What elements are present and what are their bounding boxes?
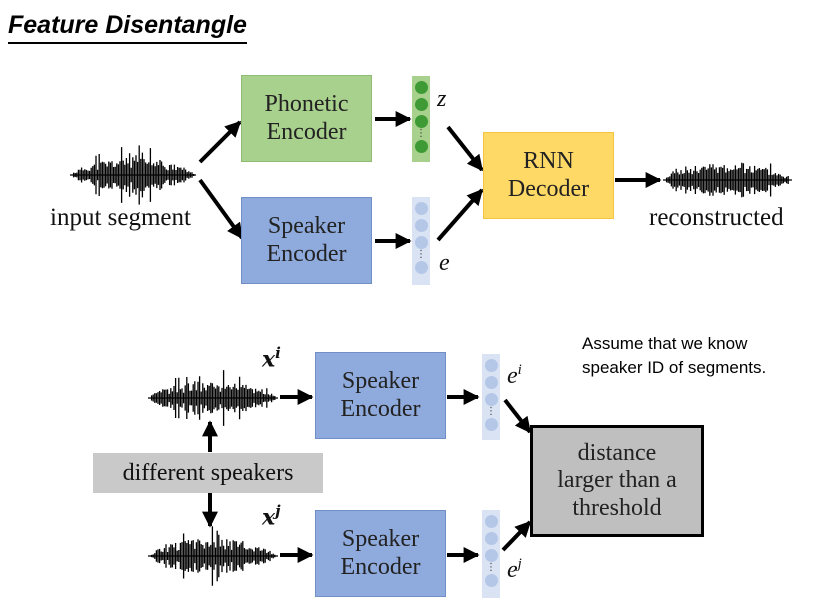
assumption-note-line2: speaker ID of segments. <box>582 358 767 377</box>
distance-line2: larger than a <box>557 467 677 494</box>
vector-dot <box>414 202 428 215</box>
vector-dot <box>484 574 498 587</box>
speaker-encoder-line2: Encoder <box>266 240 347 267</box>
vector-dot <box>414 261 428 274</box>
arrow-ei-to-distance <box>503 398 532 434</box>
e-label: e <box>439 250 450 276</box>
ej-label: ej <box>507 556 522 583</box>
vector-dot <box>484 532 498 545</box>
phonetic-encoder-line1: Phonetic <box>264 90 349 117</box>
slide-title: Feature Disentangle <box>8 10 247 44</box>
xi-label: xi <box>262 344 281 373</box>
speaker-encoder-box-2: Speaker Encoder <box>315 510 446 597</box>
vector-dot <box>484 418 498 431</box>
vector-dot <box>414 140 428 153</box>
assumption-note: Assume that we know speaker ID of segmen… <box>582 332 766 380</box>
xj-waveform <box>148 526 278 586</box>
arrow-ej-to-distance <box>501 520 532 552</box>
input-segment-label: input segment <box>50 204 191 231</box>
ei-label: ei <box>507 362 522 389</box>
z-label: z <box>437 86 447 112</box>
vector-dot <box>414 98 428 111</box>
vector-dot <box>484 549 498 562</box>
arrow-e-to-decoder <box>436 188 484 242</box>
speaker-encoder-2-line2: Encoder <box>340 553 421 580</box>
arrow-input-to-phonetic <box>198 120 242 164</box>
speaker-encoder-1-line1: Speaker <box>341 367 420 394</box>
vector-dot <box>484 376 498 389</box>
speaker-encoder-box-1: Speaker Encoder <box>315 352 446 439</box>
input-waveform <box>70 145 196 205</box>
vector-dot <box>484 393 498 406</box>
vector-dot <box>414 115 428 128</box>
arrow-z-to-decoder <box>446 125 484 172</box>
arrow-input-to-speaker <box>198 178 244 240</box>
speaker-encoder-line1: Speaker <box>267 212 346 239</box>
speaker-encoder-box: Speaker Encoder <box>241 197 372 284</box>
speaker-encoder-2-line1: Speaker <box>341 525 420 552</box>
distance-line3: threshold <box>572 494 662 521</box>
ei-vector: ⋮ <box>482 354 500 440</box>
xi-waveform <box>148 370 278 426</box>
vector-dot <box>414 236 428 249</box>
reconstructed-waveform <box>663 162 792 198</box>
xj-label: xj <box>262 502 281 531</box>
speaker-encoder-1-line2: Encoder <box>340 395 421 422</box>
distance-line1: distance <box>577 439 657 466</box>
vector-dot <box>484 359 498 372</box>
e-vector: ⋮ <box>412 197 430 285</box>
z-vector: ⋮ <box>412 76 430 162</box>
vector-dot <box>414 81 428 94</box>
phonetic-encoder-line2: Encoder <box>266 118 347 145</box>
rnn-decoder-line1: RNN <box>523 147 574 174</box>
ej-vector: ⋮ <box>482 510 500 598</box>
distance-threshold-box: distance larger than a threshold <box>530 425 704 537</box>
different-speakers-label: different speakers <box>93 453 323 493</box>
reconstructed-label: reconstructed <box>649 204 784 231</box>
rnn-decoder-line2: Decoder <box>507 175 590 202</box>
phonetic-encoder-box: Phonetic Encoder <box>241 75 372 162</box>
vector-dot <box>414 219 428 232</box>
assumption-note-line1: Assume that we know <box>582 334 748 353</box>
vector-dot <box>484 515 498 528</box>
rnn-decoder-box: RNN Decoder <box>483 132 614 219</box>
